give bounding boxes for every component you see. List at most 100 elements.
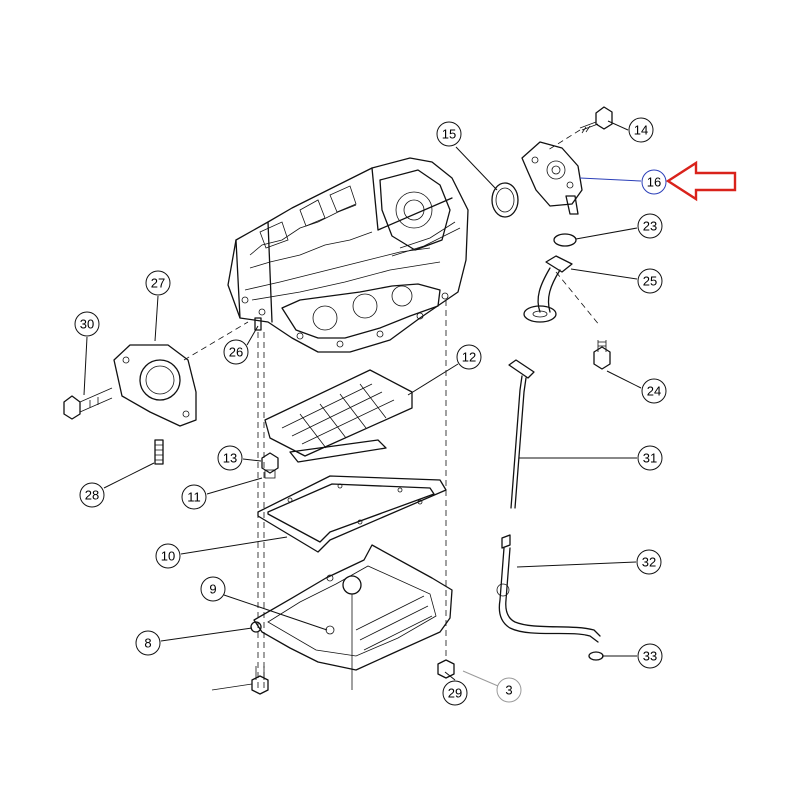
callout-number-11: 11: [187, 490, 201, 505]
callout-circle-16: [641, 169, 667, 195]
callout-16: 16: [579, 169, 667, 195]
callout-28: 28: [79, 462, 155, 508]
callout-33: 33: [602, 643, 663, 669]
oil-pickup-tube: [523, 255, 601, 327]
callout-circle-29: [442, 680, 468, 706]
leader-line-11: [206, 477, 263, 495]
leader-line-16: [579, 177, 642, 182]
callout-circle-10: [155, 543, 181, 569]
rear-main-seal: [491, 182, 519, 218]
callout-number-16: 16: [647, 175, 661, 190]
callout-circle-15: [436, 121, 462, 147]
callout-31: 31: [519, 445, 663, 471]
pickup-bolt: [593, 340, 611, 370]
callout-number-26: 26: [229, 345, 243, 360]
callout-29: 29: [442, 671, 468, 706]
callout-number-12: 12: [462, 350, 476, 365]
callout-layer: 14 15 16 23 25 24 27 30 26 12 31 13 11 28 10 32 9 8 33 29 3: [74, 117, 667, 706]
leader-line-23: [575, 227, 638, 240]
leader-line-26: [246, 325, 259, 346]
callout-13: 13: [217, 445, 262, 471]
stud: [154, 439, 164, 465]
callout-circle-31: [637, 445, 663, 471]
leader-line-30: [83, 336, 88, 396]
callout-26: 26: [223, 325, 259, 365]
stud-26: [254, 300, 447, 690]
oil-pan: [250, 544, 453, 690]
windage-tray: [264, 369, 413, 457]
callout-number-24: 24: [647, 384, 661, 399]
leader-line-28: [103, 462, 155, 489]
callout-number-28: 28: [85, 488, 99, 503]
callout-number-29: 29: [448, 686, 462, 701]
callout-number-23: 23: [643, 219, 657, 234]
callout-circle-12: [456, 344, 482, 370]
callout-number-3: 3: [505, 683, 512, 698]
callout-circle-9: [200, 576, 226, 602]
callout-circle-11: [181, 484, 207, 510]
leader-line-27: [154, 295, 159, 342]
callout-number-30: 30: [80, 317, 94, 332]
callout-15: 15: [436, 121, 498, 191]
callout-number-15: 15: [442, 127, 456, 142]
leader-line-12: [407, 363, 459, 396]
pan-bolt-bottom: [211, 666, 269, 695]
callout-circle-26: [223, 339, 249, 365]
engine-block: [227, 157, 469, 353]
callout-circle-25: [637, 268, 663, 294]
callout-circle-8: [135, 630, 161, 656]
leader-line-32: [516, 561, 637, 568]
leader-line-25: [570, 268, 638, 280]
callout-9: 9: [200, 576, 328, 631]
callout-11: 11: [181, 477, 263, 510]
leader-line-13: [242, 458, 262, 462]
leader-line-14: [607, 120, 629, 131]
callout-12: 12: [407, 344, 482, 396]
callout-circle-32: [636, 549, 662, 575]
callout-23: 23: [575, 213, 663, 240]
callout-circle-13: [217, 445, 243, 471]
leader-line-8: [160, 627, 253, 642]
leader-line-3: [462, 670, 499, 687]
dipstick: [508, 359, 535, 509]
callout-8: 8: [135, 627, 253, 656]
callout-number-8: 8: [144, 636, 151, 651]
callout-circle-27: [145, 270, 171, 296]
callout-number-32: 32: [642, 555, 656, 570]
callout-circle-33: [637, 643, 663, 669]
callout-number-25: 25: [643, 274, 657, 289]
callout-24: 24: [606, 370, 667, 404]
callout-circle-23: [637, 213, 663, 239]
callout-32: 32: [516, 549, 662, 575]
leader-line-9: [223, 594, 328, 631]
callout-number-14: 14: [634, 123, 648, 138]
callout-number-10: 10: [161, 549, 175, 564]
callout-number-9: 9: [209, 582, 216, 597]
dipstick-tube: [496, 534, 601, 643]
callout-circle-28: [79, 482, 105, 508]
callout-number-13: 13: [223, 451, 237, 466]
callout-25: 25: [570, 268, 663, 294]
tube-o-ring: [588, 651, 604, 661]
callout-circle-14: [628, 117, 654, 143]
pump-bolt: [547, 106, 613, 151]
callout-circle-30: [74, 311, 100, 337]
callout-14: 14: [607, 117, 654, 143]
drain-plug: [437, 659, 455, 679]
callout-circle-3: [496, 677, 522, 703]
pickup-o-ring: [553, 233, 577, 247]
leader-line-24: [606, 370, 642, 389]
callout-number-31: 31: [643, 451, 657, 466]
callout-3: 3: [462, 670, 522, 703]
leader-line-29: [444, 671, 456, 681]
highlight-arrow: [665, 160, 737, 202]
rear-seal-retainer: [113, 321, 249, 427]
callout-circle-24: [641, 378, 667, 404]
retainer-bolt: [63, 387, 113, 420]
pan-bolt-13: [261, 452, 279, 479]
callout-number-27: 27: [151, 276, 165, 291]
callout-10: 10: [155, 536, 288, 569]
leader-line-10: [180, 536, 288, 555]
callout-number-33: 33: [643, 649, 657, 664]
